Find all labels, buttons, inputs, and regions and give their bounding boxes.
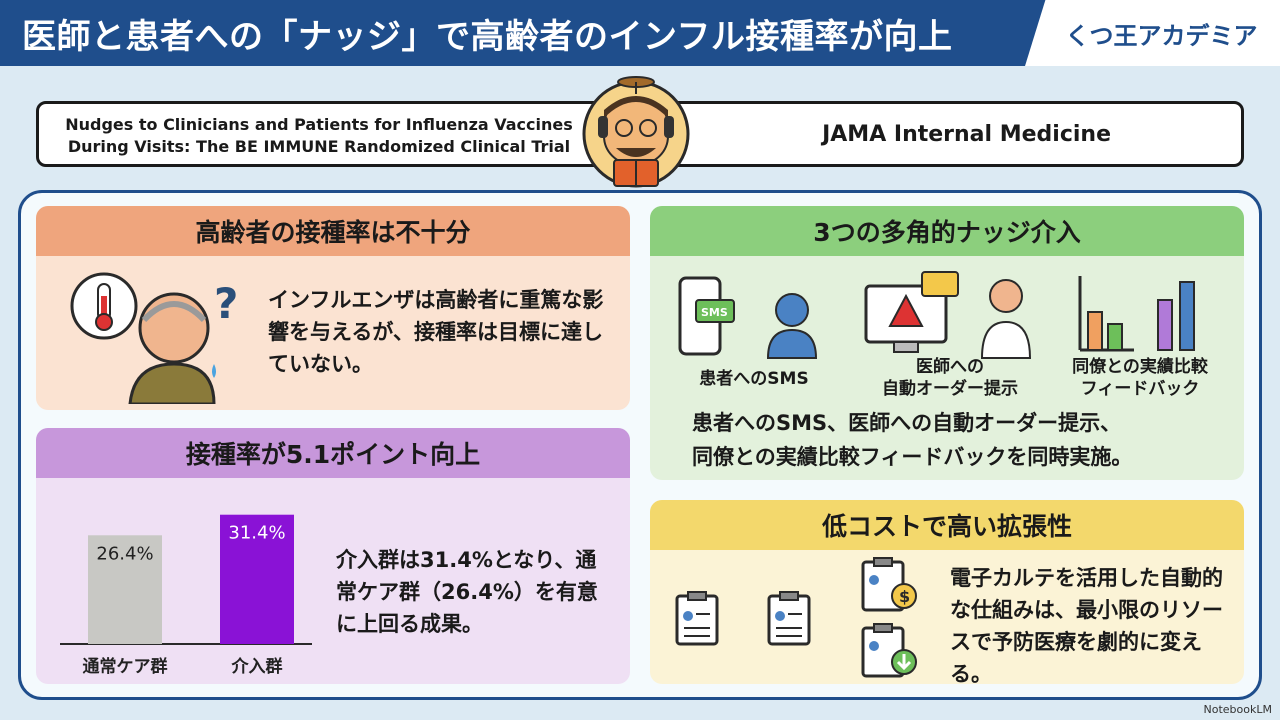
journal-name: JAMA Internal Medicine [822,122,1111,147]
intervention-label-feedback-line2: フィードバック [1080,379,1200,399]
clipboard-download-icon [861,623,917,678]
card-interventions-heading: 3つの多角的ナッジ介入 [650,206,1244,256]
card-result-heading: 接種率が5.1ポイント向上 [36,428,630,478]
chart-category-label-1: 介入群 [231,656,283,677]
brand-logo: くつ王アカデミア [1025,0,1280,66]
chart-bar-1 [220,514,294,644]
intervention-label-order-line1: 医師への [916,357,984,377]
card-scale-text: 電子カルテを活用した自動的な仕組みは、最小限のリソースで予防医療を劇的に変える。 [950,566,1223,684]
phone-sms-icon: SMS [678,276,818,359]
card-problem-heading: 高齢者の接種率は不十分 [36,206,630,256]
card-problem-text: インフルエンザは高齢者に重篤な影響を与えるが、接種率は目標に達していない。 [268,288,604,376]
intervention-label-order: 医師への 自動オーダー提示 [850,356,1050,400]
svg-text:$: $ [899,587,910,606]
summary-line2: 同僚との実績比較フィードバックを同時実施。 [692,445,1133,469]
card-result-text: 介入群は31.4%となり、通常ケア群（26.4%）を有意に上回る成果。 [336,548,598,636]
svg-text:?: ? [214,279,238,328]
paper-title-line1: Nudges to Clinicians and Patients for In… [65,115,573,134]
thermometer-icon [95,283,113,331]
card-result: 接種率が5.1ポイント向上 26.4% 通常ケア群 31.4% 介入群 介入群は31.… [36,428,630,684]
chart-value-label-1: 31.4% [228,523,285,544]
paper-title: Nudges to Clinicians and Patients for In… [59,114,579,158]
brand-name: くつ王アカデミア [1065,21,1258,50]
card-scale: 低コストで高い拡張性 $ [650,500,1244,684]
clipboard-dollar-icon: $ [861,557,917,612]
elderly-sick-icon: ? [70,272,238,404]
notebooklm-watermark: NotebookLM [1203,703,1272,716]
bar-compare-icon [1078,276,1195,352]
chart-category-label-0: 通常ケア群 [83,656,168,677]
header-bar: 医師と患者への「ナッジ」で高齢者のインフル接種率が向上 くつ王アカデミア [0,0,1280,66]
doctor-icon [980,279,1032,359]
clipboard-icon [675,591,719,646]
card-problem: 高齢者の接種率は不十分 ? インフルエンザは高齢者に重篤な影響を与えるが、接種率… [36,206,630,410]
card-scale-heading: 低コストで高い拡張性 [650,500,1244,550]
intervention-label-order-line2: 自動オーダー提示 [882,379,1018,399]
card-interventions: 3つの多角的ナッジ介入 SMS 患者へのSMS 医師への 自動オーダー提示 [650,206,1244,480]
intervention-label-feedback: 同僚との実績比較 フィードバック [1050,356,1230,400]
chart-value-label-0: 26.4% [96,543,153,564]
sms-badge-text: SMS [701,306,728,319]
monitor-alert-icon [864,271,1032,359]
card-interventions-summary: 患者へのSMS、医師への自動オーダー提示、 同僚との実績比較フィードバックを同時… [692,406,1212,474]
chart-bar-0 [88,535,162,644]
summary-line1: 患者へのSMS、医師への自動オーダー提示、 [692,411,1122,435]
clipboard-icon [767,591,811,646]
page-title: 医師と患者への「ナッジ」で高齢者のインフル接種率が向上 [22,16,953,57]
intervention-label-sms: 患者へのSMS [699,369,809,389]
intervention-label-feedback-line1: 同僚との実績比較 [1072,357,1208,377]
mascot-reading-icon [582,76,690,188]
paper-title-line2: During Visits: The BE IMMUNE Randomized … [67,137,571,156]
vaccination-bar-chart: 26.4% 通常ケア群 31.4% 介入群 [60,514,312,677]
